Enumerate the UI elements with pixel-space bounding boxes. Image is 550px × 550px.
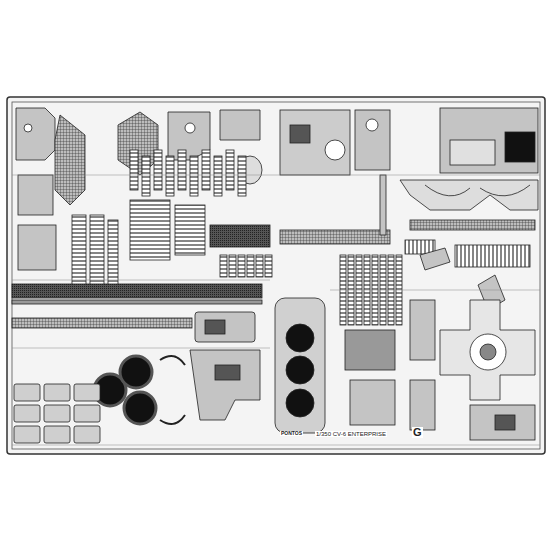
ladder xyxy=(247,255,254,277)
box-part xyxy=(14,384,40,401)
box-part xyxy=(14,426,40,443)
ladder xyxy=(229,255,236,277)
brand-logo: PONTOS xyxy=(280,431,303,436)
ladder xyxy=(154,150,162,190)
ladder xyxy=(265,255,272,277)
ladder xyxy=(130,150,138,190)
ladder-parts xyxy=(130,150,402,325)
box-part xyxy=(44,405,70,422)
ladder xyxy=(202,150,210,190)
box-part xyxy=(14,405,40,422)
box-part xyxy=(74,384,100,401)
box-parts xyxy=(14,384,100,443)
ladder xyxy=(178,150,186,190)
ladder xyxy=(190,156,198,196)
ladder xyxy=(214,156,222,196)
ladder xyxy=(238,156,246,196)
ladder xyxy=(256,255,263,277)
fret-letter: G xyxy=(412,427,423,438)
ladder xyxy=(226,150,234,190)
box-part xyxy=(44,384,70,401)
fret-title: 1/350 CV-6 ENTERPRISE xyxy=(315,431,387,437)
box-part xyxy=(74,405,100,422)
box-part xyxy=(44,426,70,443)
ladder xyxy=(238,255,245,277)
ladder xyxy=(220,255,227,277)
ladder xyxy=(142,156,150,196)
box-part xyxy=(74,426,100,443)
ladder xyxy=(166,156,174,196)
